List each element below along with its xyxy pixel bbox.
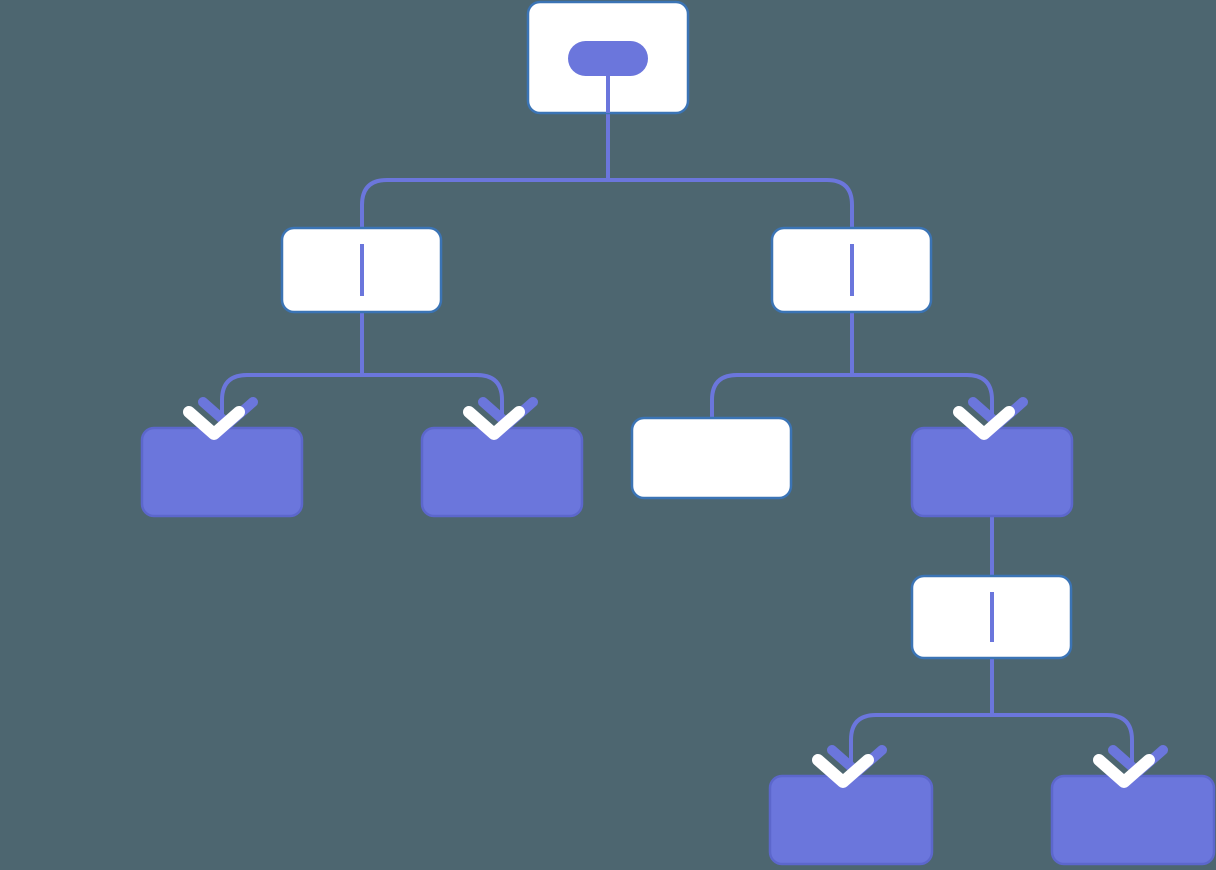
arrow-head-n-r4b xyxy=(1093,745,1168,788)
connector-e-r1-b xyxy=(852,373,994,428)
connector-e-r1-a xyxy=(710,373,852,418)
connector-e-r3-b xyxy=(992,713,1134,776)
pill-placeholder-root xyxy=(568,41,648,76)
chevron-down-icon-front-n-r4a xyxy=(812,754,874,788)
arrow-head-n-l2b xyxy=(463,397,538,440)
node-n-l2a[interactable] xyxy=(140,426,304,518)
node-n-r2a[interactable] xyxy=(630,416,793,500)
chevron-down-icon-front-n-r2b xyxy=(953,406,1015,440)
skeleton-layer xyxy=(360,41,994,642)
arrow-head-n-r4a xyxy=(812,745,887,788)
arrow-head-n-r2b xyxy=(953,397,1028,440)
chevron-down-icon-front-n-r4b xyxy=(1093,754,1155,788)
connector-e-root-right xyxy=(608,178,854,228)
node-n-r4a[interactable] xyxy=(768,774,934,866)
node-n-r4b[interactable] xyxy=(1050,774,1216,866)
chevron-down-icon-front-n-l2a xyxy=(183,406,245,440)
node-n-l2b[interactable] xyxy=(420,426,584,518)
connector-e-l1-a xyxy=(220,373,362,428)
connector-e-root-left xyxy=(360,178,608,228)
arrows-layer xyxy=(183,397,1168,788)
connector-e-r3-a xyxy=(849,713,992,776)
connector-e-l1-b xyxy=(362,373,504,428)
chevron-down-icon-front-n-l2b xyxy=(463,406,525,440)
edges-layer xyxy=(220,113,1134,776)
arrow-head-n-l2a xyxy=(183,397,258,440)
node-n-r2b[interactable] xyxy=(910,426,1074,518)
nodes-layer xyxy=(140,0,1216,866)
